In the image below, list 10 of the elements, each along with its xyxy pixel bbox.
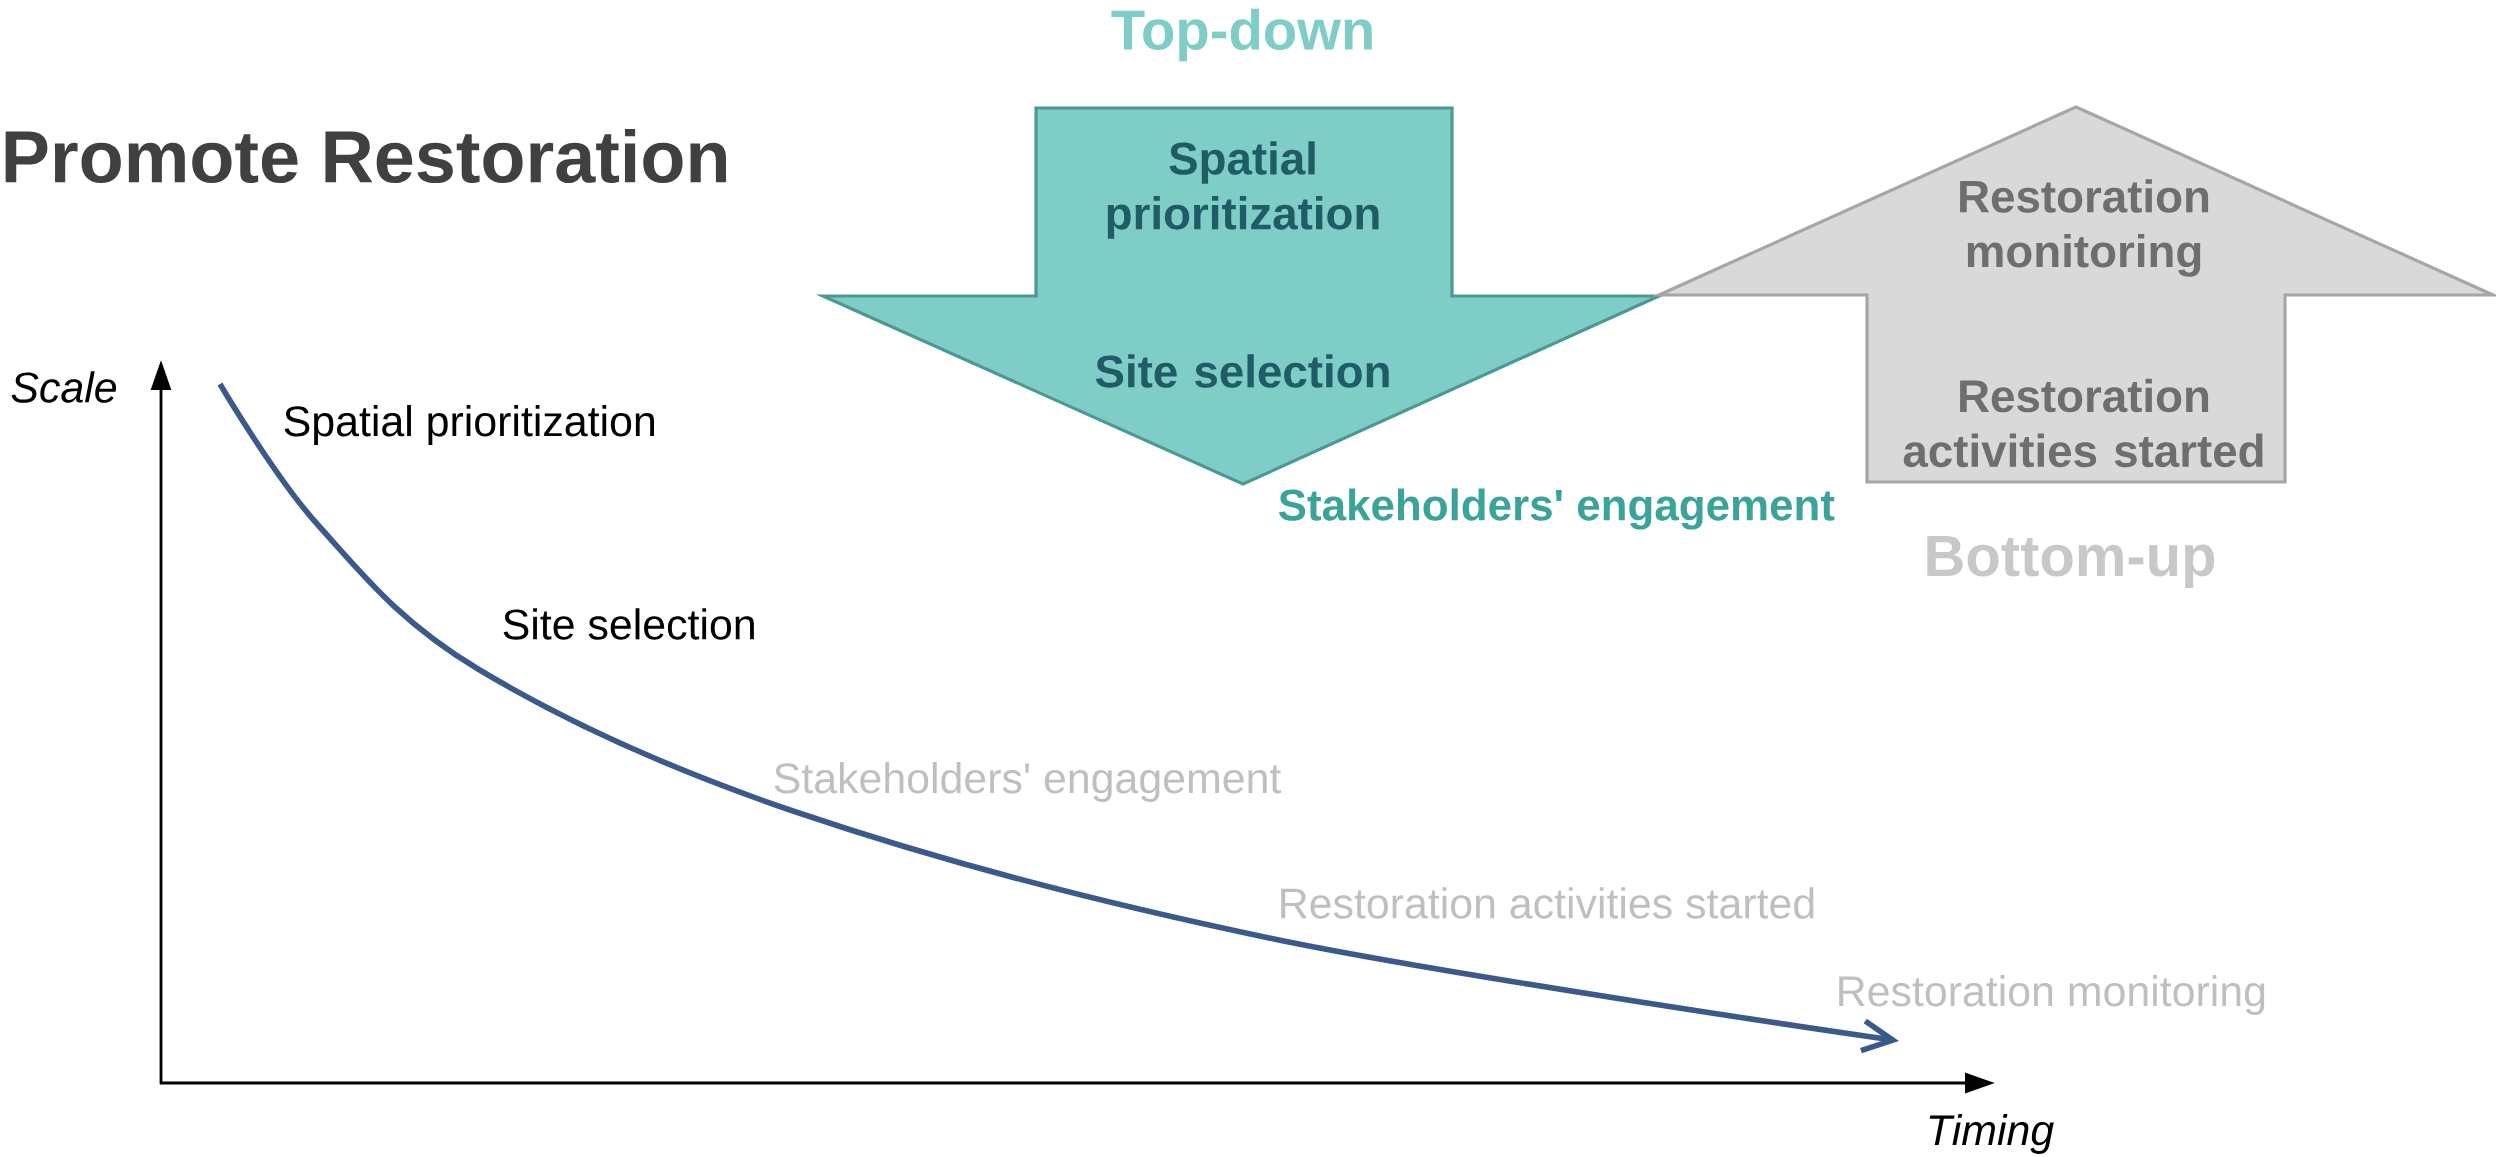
curve-label: Site selection (503, 608, 754, 640)
arrow-caption: Stakeholders' engagement (1279, 488, 1835, 530)
arrow-caption: Top-down (1111, 8, 1372, 62)
axis-label: Timing (1929, 1114, 2054, 1154)
title: Promote Restoration (5, 128, 726, 184)
curve-label: Spatial prioritization (284, 405, 654, 445)
curve-label: Restoration activities started (1281, 887, 1814, 919)
curve-label: Restoration monitoring (1839, 975, 2265, 1015)
curve-label: Stakeholders' engagement (774, 762, 1281, 802)
axis-label: Scale (11, 371, 117, 403)
